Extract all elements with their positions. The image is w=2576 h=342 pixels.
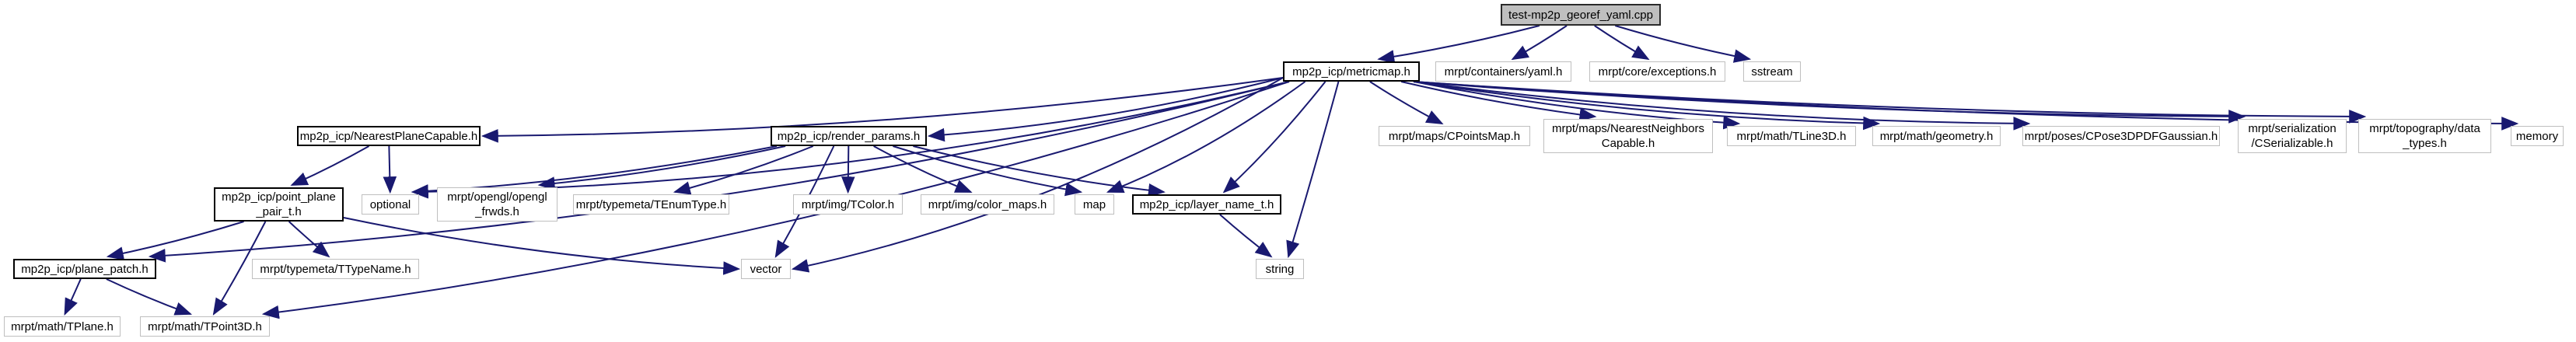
edge-plane_patch-tpoint3d [106, 278, 193, 316]
edge-test-yaml [1511, 25, 1568, 61]
edge-metricmap-cpointsmap [1369, 81, 1444, 125]
edge-pppt-ttypename [288, 221, 330, 258]
edge-plane_patch-tplane [64, 278, 82, 316]
graph-node-exceptions: mrpt/core/exceptions.h [1589, 61, 1725, 82]
edge-metricmap-geometry [1413, 81, 1881, 131]
edge-render_params-layer_name [913, 145, 1166, 197]
graph-node-cpose3d: mrpt/poses/CPose3DPDFGaussian.h [2022, 126, 2220, 146]
graph-node-tpoint3d: mrpt/math/TPoint3D.h [140, 316, 270, 337]
edge-metricmap-cserializable [1413, 81, 2246, 124]
edge-render_params-optional [411, 145, 778, 198]
graph-node-tenumtype: mrpt/typemeta/TEnumType.h [573, 194, 729, 215]
edge-pppt-plane_patch [106, 221, 244, 260]
graph-node-color_maps: mrpt/img/color_maps.h [921, 194, 1054, 215]
edge-npc-optional [383, 145, 397, 194]
edge-test-sstream [1614, 25, 1752, 63]
edge-metricmap-tline3d [1413, 81, 1741, 130]
graph-node-tcolor: mrpt/img/TColor.h [793, 194, 903, 215]
graph-root-node: test-mp2p_georef_yaml.cpp [1501, 4, 1661, 26]
edge-render_params-tenumtype [673, 145, 814, 195]
edge-metricmap-string [1286, 81, 1340, 259]
edge-metricmap-data_types [1413, 81, 2367, 124]
edge-metricmap-nnc [1400, 81, 1597, 122]
graph-node-plane_patch[interactable]: mp2p_icp/plane_patch.h [13, 259, 156, 279]
graph-node-vector: vector [741, 259, 791, 279]
graph-node-yaml: mrpt/containers/yaml.h [1435, 61, 1571, 82]
edge-test-metricmap [1377, 25, 1540, 64]
graph-node-npc[interactable]: mp2p_icp/NearestPlaneCapable.h [297, 126, 481, 146]
graph-node-memory: memory [2511, 126, 2564, 146]
edge-render_params-opengl_frwds [537, 145, 786, 190]
graph-node-geometry: mrpt/math/geometry.h [1872, 126, 2001, 146]
graph-node-ttypename: mrpt/typemeta/TTypeName.h [252, 259, 419, 279]
graph-node-tline3d: mrpt/math/TLine3D.h [1727, 126, 1856, 146]
edge-metricmap-layer_name [1222, 81, 1326, 194]
edge-test-exceptions [1594, 25, 1650, 61]
graph-node-string: string [1256, 259, 1304, 279]
edge-npc-pppt [290, 145, 370, 186]
graph-node-data_types: mrpt/topography/data _types.h [2358, 119, 2491, 153]
graph-node-cpointsmap: mrpt/maps/CPointsMap.h [1379, 126, 1530, 146]
edge-metricmap-map [1106, 81, 1306, 194]
graph-node-map: map [1075, 194, 1114, 215]
graph-node-opengl_frwds: mrpt/opengl/opengl _frwds.h [437, 187, 557, 222]
graph-node-pppt[interactable]: mp2p_icp/point_plane _pair_t.h [214, 187, 344, 222]
graph-node-optional: optional [362, 194, 419, 215]
graph-node-tplane: mrpt/math/TPlane.h [4, 316, 121, 337]
edge-metricmap-vector [791, 77, 1284, 273]
graph-node-render_params[interactable]: mp2p_icp/render_params.h [771, 126, 927, 146]
graph-node-cserializable: mrpt/serialization /CSerializable.h [2238, 119, 2347, 153]
graph-node-sstream: sstream [1743, 61, 1801, 82]
edge-metricmap-memory [1413, 81, 2519, 131]
graph-node-metricmap[interactable]: mp2p_icp/metricmap.h [1283, 61, 1420, 82]
graph-node-layer_name[interactable]: mp2p_icp/layer_name_t.h [1132, 194, 1281, 215]
edge-metricmap-plane_patch [148, 81, 1290, 263]
edge-layer_name-string [1219, 214, 1273, 258]
edge-metricmap-render_params [927, 77, 1284, 142]
edge-render_params-color_maps [873, 145, 973, 193]
edge-render_params-tcolor [841, 145, 855, 194]
graph-node-nnc: mrpt/maps/NearestNeighbors Capable.h [1543, 119, 1713, 153]
edge-render_params-map [893, 145, 1083, 197]
edge-metricmap-cpose3d [1413, 81, 2031, 131]
